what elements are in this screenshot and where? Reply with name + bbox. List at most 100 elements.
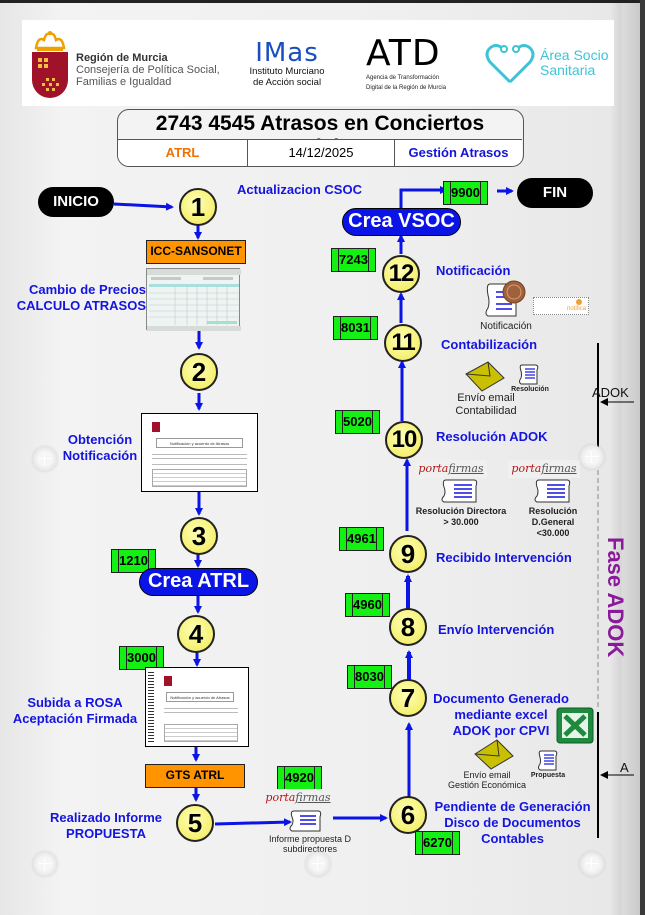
atd-line2: Digital de la Región de Murcia [366, 85, 447, 91]
cambio-line2: CALCULO ATRASOS [16, 298, 146, 313]
atd-logo: ATD Agencia de Transformación Digital de… [366, 36, 466, 92]
atd-line1: Agencia de Transformación [366, 75, 440, 81]
arrow-inicio-1 [113, 202, 174, 211]
atd-logo-mark: ATD [366, 33, 441, 74]
cambio-line1: Cambio de Precios [28, 282, 146, 297]
code-fin: 9900 [443, 181, 488, 205]
step-8-label: Envío Intervención [438, 622, 555, 637]
step-6-label-line1: Pendiente de Generación [434, 799, 591, 814]
start-node[interactable]: INICIO [38, 187, 114, 217]
step-4[interactable]: 4 [177, 615, 215, 653]
zoom-plus-button[interactable] [580, 852, 604, 876]
process-title-box: 2743 4545 Atrasos en Conciertos Sociales… [117, 109, 524, 167]
area-socio-sanitaria-logo: Área Socio Sanitaria [484, 40, 614, 90]
resolucion-dgeneral-scroll-icon [534, 479, 571, 503]
step-1[interactable]: 1 [179, 188, 217, 226]
code-step-7: 8030 [347, 665, 392, 689]
code-step-11: 8031 [333, 316, 378, 340]
zoom-plus-button[interactable] [33, 447, 57, 471]
step-10[interactable]: 10 [385, 421, 423, 459]
step-9[interactable]: 9 [389, 535, 427, 573]
step-7-label-line3: ADOK por CPVI [452, 723, 550, 738]
fase-adok-label: Fase ADOK [603, 537, 628, 658]
portafirmas-logo-directora: portafirmas [415, 460, 487, 478]
end-node[interactable]: FIN [517, 178, 593, 208]
subida-line1: Subida a ROSA [27, 695, 123, 710]
step-9-label: Recibido Intervención [436, 550, 572, 565]
res-directora-line2: > 30.000 [443, 517, 479, 527]
obtencion-line2: Notificación [62, 448, 138, 463]
zoom-plus-button[interactable] [580, 445, 604, 469]
document-scroll-icon [289, 810, 322, 832]
step-5-label-line2: PROPUESTA [66, 826, 146, 841]
barcode-icon [148, 672, 154, 742]
process-date: 14/12/2025 [248, 140, 395, 166]
code-step-6: 6270 [415, 831, 460, 855]
icc-sansonet-box[interactable]: ICC-SANSONET [146, 240, 246, 264]
arrow-5-informe [214, 818, 292, 827]
subida-line2: Aceptación Firmada [12, 711, 138, 726]
murcia-logo-text: Región de Murcia Consejería de Política … [76, 52, 220, 88]
step-7-label: Documento Generado mediante excel ADOK p… [426, 691, 576, 739]
envio-contabilidad-caption: Envío email Contabilidad [446, 392, 526, 418]
informe-caption-line2: subdirectores [282, 844, 338, 854]
step-12[interactable]: 12 [382, 255, 420, 293]
propuesta-caption: Propuesta [530, 772, 566, 779]
envio-cont-line2: Contabilidad [455, 405, 517, 417]
area-line1: Área Socio [540, 47, 609, 63]
step-6-label: Pendiente de Generación Disco de Documen… [430, 799, 595, 847]
step-5[interactable]: 5 [176, 804, 214, 842]
step-11[interactable]: 11 [384, 324, 422, 362]
res-dgeneral-line1: Resolución D.General [528, 506, 578, 527]
res-dgeneral-line2: <30.000 [536, 528, 570, 538]
step-12-label: Notificación [436, 263, 511, 278]
imas-logo-mark: IMas [255, 38, 319, 68]
resolucion-directora-caption: Resolución Directora > 30.000 [413, 506, 509, 528]
crea-vsoc-node[interactable]: Crea VSOC [342, 208, 461, 236]
arrow-vsoc-9900 [399, 186, 448, 208]
scroll-track [622, 0, 640, 915]
email-envelope-icon-contabilidad [465, 361, 505, 392]
code-step-10: 5020 [335, 410, 380, 434]
notifica-logo-text: notifica [566, 306, 586, 312]
informe-caption-line1: Informe propuesta D [268, 834, 352, 844]
murcia-line2: Consejería de Política Social, [76, 64, 220, 76]
envio-ge-line2: Gestión Económica [447, 780, 527, 790]
step-8[interactable]: 8 [389, 608, 427, 646]
step-6-label-line2: Disco de Documentos [444, 815, 581, 830]
gts-atrl-box[interactable]: GTS ATRL [145, 764, 245, 788]
code-step-12: 7243 [331, 248, 376, 272]
zoom-plus-button[interactable] [33, 852, 57, 876]
process-area: Gestión Atrasos [408, 145, 509, 160]
imas-line2: de Acción social [252, 77, 322, 88]
email-envelope-icon [474, 739, 514, 770]
portafirmas-logo: portafirmas [262, 789, 334, 807]
step-7[interactable]: 7 [389, 679, 427, 717]
process-info-row: ATRL 14/12/2025 Gestión Atrasos [118, 139, 522, 166]
obtencion-line1: Obtención [67, 432, 133, 447]
propuesta-scroll-icon [538, 750, 558, 771]
zoom-plus-button[interactable] [306, 852, 330, 876]
crown-icon [34, 31, 66, 51]
step-2[interactable]: 2 [180, 353, 218, 391]
process-code: ATRL [118, 140, 248, 166]
crea-atrl-node[interactable]: Crea ATRL [139, 568, 258, 596]
resolucion-directora-scroll-icon [441, 479, 478, 503]
window-right-border [640, 0, 645, 915]
step-6[interactable]: 6 [389, 796, 427, 834]
code-informe: 4920 [277, 766, 322, 790]
window-top-border [0, 0, 645, 3]
murcia-shield-icon [32, 52, 68, 98]
signed-document-thumbnail: Notificación y acuerdo de Atrasos [145, 667, 249, 747]
phase-marker-a-label: A [620, 760, 629, 775]
step-3[interactable]: 3 [180, 517, 218, 555]
portafirmas-logo-dgeneral: portafirmas [508, 460, 580, 478]
logo-band [22, 20, 614, 106]
obtencion-label: Obtención Notificación [60, 432, 140, 464]
envio-ge-line1: Envío email [463, 770, 511, 780]
cambio-precios-label: Cambio de Precios CALCULO ATRASOS [10, 282, 146, 314]
excel-icon [556, 707, 594, 744]
murcia-name: Región de Murcia [76, 52, 168, 64]
step-10-label: Resolución ADOK [436, 429, 548, 444]
imas-logo: IMas Instituto Murciano de Acción social [242, 40, 332, 88]
